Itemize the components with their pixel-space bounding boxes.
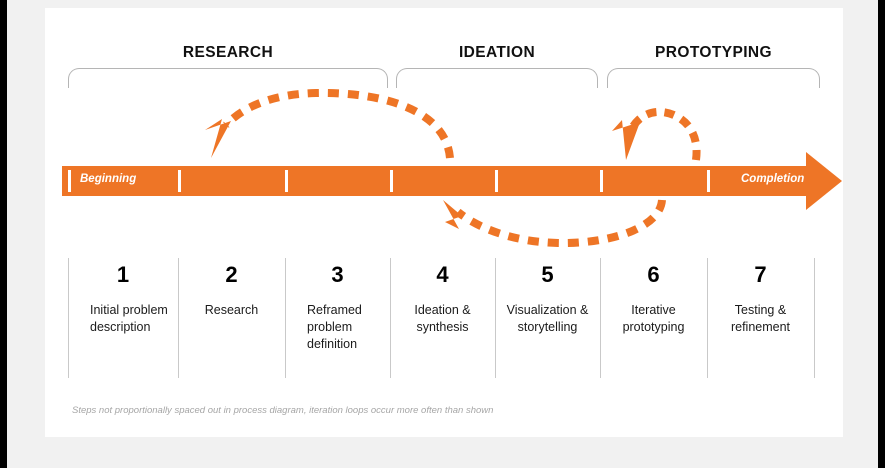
step-number-3: 3 xyxy=(331,262,344,287)
step-title-5: Visualization & storytelling xyxy=(506,303,589,334)
phase-label-prototyping: PROTOTYPING xyxy=(655,44,772,61)
step-divider-1 xyxy=(68,258,69,378)
step-item-6[interactable]: 6 Iterative prototyping xyxy=(600,258,707,378)
phase-bracket-prototyping xyxy=(607,68,820,88)
step-number-2: 2 xyxy=(225,262,238,287)
step-number-4: 4 xyxy=(436,262,449,287)
step-item-1[interactable]: 1 Initial problem description xyxy=(68,258,178,378)
footnote-text: Steps not proportionally spaced out in p… xyxy=(72,405,494,416)
step-number-7: 7 xyxy=(754,262,767,287)
step-item-2[interactable]: 2 Research xyxy=(178,258,285,378)
step-number-5: 5 xyxy=(541,262,554,287)
step-title-4: Ideation & synthesis xyxy=(414,303,471,334)
step-title-6: Iterative prototyping xyxy=(622,303,685,334)
step-item-3[interactable]: 3 Reframed problem definition xyxy=(285,258,390,378)
step-divider-2 xyxy=(178,258,179,378)
step-number-1: 1 xyxy=(116,262,130,287)
step-divider-3 xyxy=(285,258,286,378)
step-title-1: Initial problem description xyxy=(90,303,168,334)
step-item-7[interactable]: 7 Testing & refinement xyxy=(707,258,814,378)
phase-label-research: RESEARCH xyxy=(182,44,274,61)
step-divider-5 xyxy=(495,258,496,378)
step-number-6: 6 xyxy=(647,262,660,287)
phase-bracket-ideation xyxy=(396,68,598,88)
step-item-4[interactable]: 4 Ideation & synthesis xyxy=(390,258,495,378)
step-title-2: Research xyxy=(204,303,259,317)
phase-label-ideation: IDEATION xyxy=(458,44,536,61)
step-title-7: Testing & refinement xyxy=(730,303,791,334)
phase-bracket-research xyxy=(68,68,388,88)
step-divider-8 xyxy=(814,258,815,378)
step-divider-6 xyxy=(600,258,601,378)
step-item-5[interactable]: 5 Visualization & storytelling xyxy=(495,258,600,378)
step-divider-4 xyxy=(390,258,391,378)
step-divider-7 xyxy=(707,258,708,378)
step-title-3: Reframed problem definition xyxy=(307,303,362,351)
